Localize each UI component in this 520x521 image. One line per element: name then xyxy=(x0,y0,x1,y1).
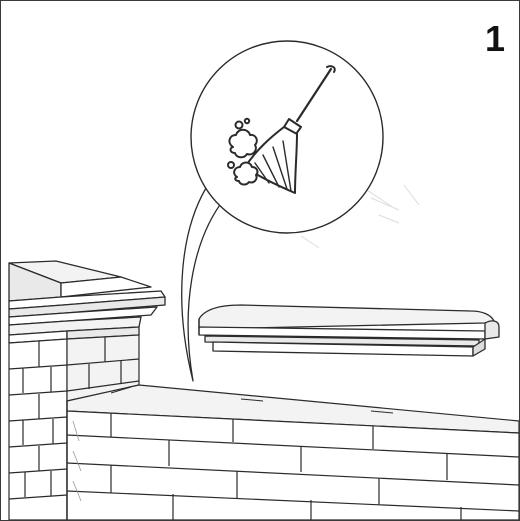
pillar-cap xyxy=(8,260,166,344)
coping-stone xyxy=(198,304,500,357)
broom-sweeping-dust-icon xyxy=(227,65,336,194)
pillar xyxy=(8,334,140,520)
brick-wall xyxy=(66,384,519,520)
step-number: 1 xyxy=(484,18,505,59)
